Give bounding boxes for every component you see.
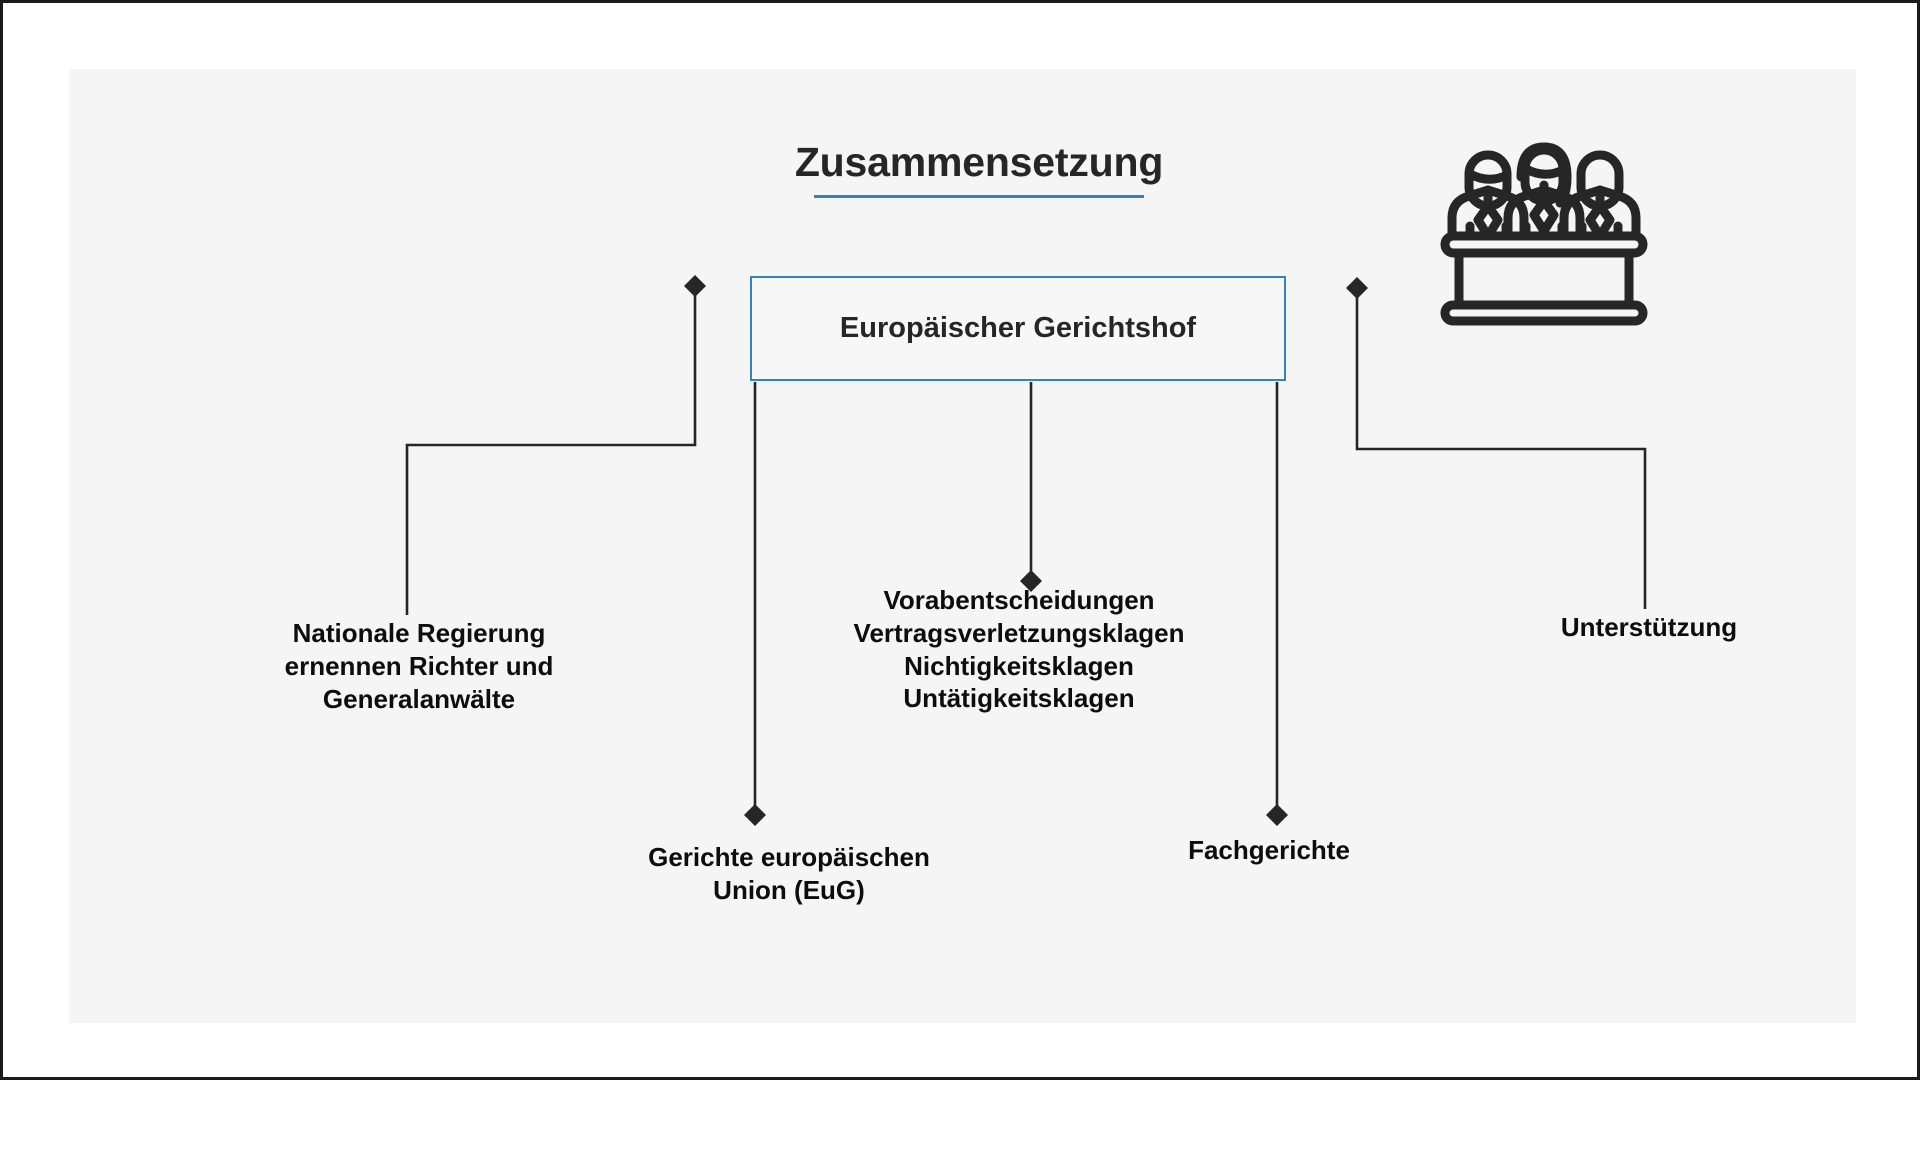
diamond-marker-specialised-courts [1266, 804, 1288, 826]
leaf-label-line: Vorabentscheidungen [883, 585, 1155, 615]
leaf-label-specialised-courts: Fachgerichte [1069, 834, 1469, 867]
page-title: Zusammensetzung [669, 139, 1289, 199]
leaf-label-line: Unterstützung [1560, 612, 1738, 642]
leaf-label-line: ernennen Richter und [284, 650, 554, 681]
leaf-label-procedures: Vorabentscheidungen Vertragsverletzungsk… [769, 584, 1269, 715]
connector-national-government [405, 294, 697, 615]
leaf-label-line: Nichtigkeitsklagen [904, 650, 1134, 681]
leaf-label-line: Generalanwälte [322, 683, 516, 714]
central-node-label: Europäischer Gerichtshof [839, 312, 1197, 344]
leaf-label-line: Union (EuG) [713, 874, 865, 905]
leaf-label-general-court: Gerichte europäischen Union (EuG) [549, 841, 1029, 907]
jury-panel-icon [1439, 129, 1649, 329]
leaf-label-line: Untätigkeitsklagen [903, 683, 1135, 714]
diamond-marker-general-court [744, 804, 766, 826]
diagram-page: Zusammensetzung Europäischer Gerichtshof [0, 0, 1920, 1080]
diagram-panel: Zusammensetzung Europäischer Gerichtshof [69, 69, 1856, 1023]
leaf-label-support: Unterstützung [1469, 611, 1829, 644]
leaf-label-line: Vertragsverletzungsklagen [853, 617, 1185, 648]
connector-support [1355, 296, 1647, 609]
leaf-label-national-government: Nationale Regierung ernennen Richter und… [189, 617, 649, 715]
diamond-marker-support [1346, 277, 1368, 299]
central-node-europaeischer-gerichtshof[interactable]: Europäischer Gerichtshof [750, 276, 1286, 381]
leaf-label-line: Fachgerichte [1188, 835, 1350, 865]
title-underline-rule [814, 195, 1144, 199]
page-title-text: Zusammensetzung [794, 139, 1164, 185]
leaf-label-line: Nationale Regierung [292, 618, 546, 648]
diamond-marker-national-government [684, 275, 706, 297]
leaf-label-line: Gerichte europäischen [648, 842, 930, 872]
